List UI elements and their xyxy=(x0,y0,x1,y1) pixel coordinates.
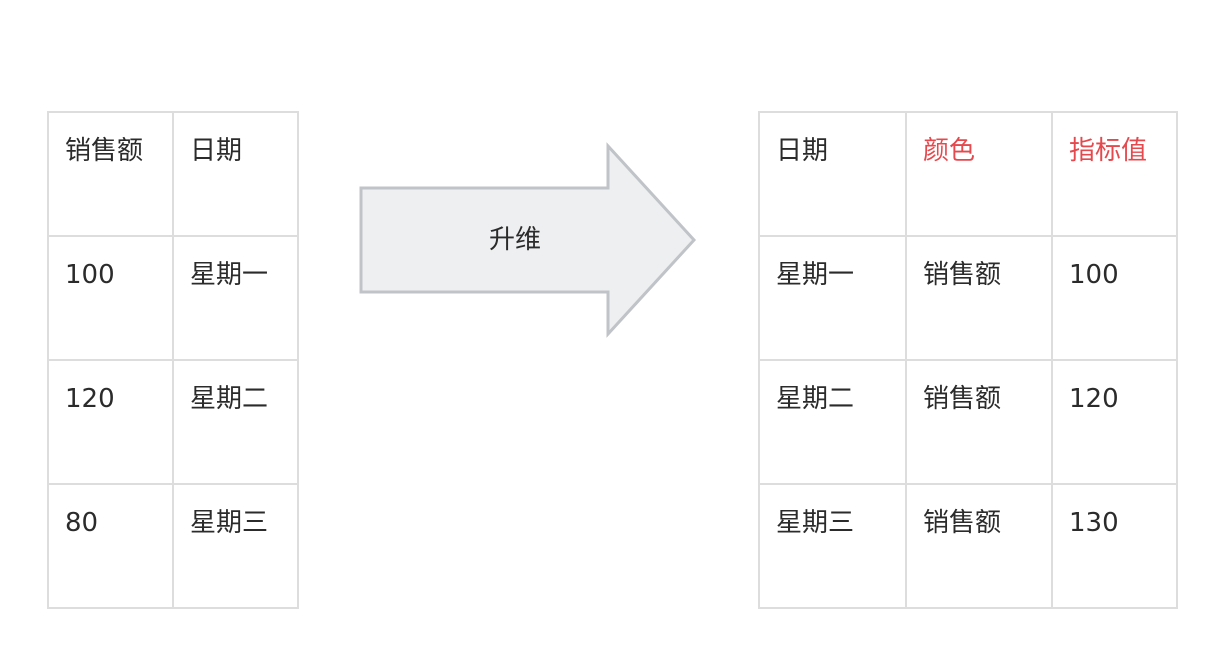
table-cell: 100 xyxy=(47,235,174,361)
table-cell: 80 xyxy=(47,483,174,609)
transform-arrow xyxy=(359,142,697,338)
table-cell: 销售额 xyxy=(905,359,1053,485)
source-table: 销售额 日期 100 星期一 120 星期二 80 星期三 xyxy=(47,111,299,609)
table-header-cell-highlighted: 颜色 xyxy=(905,111,1053,237)
arrow-label: 升维 xyxy=(488,225,541,255)
table-row: 80 星期三 xyxy=(47,483,299,609)
table-cell: 星期三 xyxy=(758,483,907,609)
table-header-row: 日期 颜色 指标值 xyxy=(758,111,1178,237)
table-cell: 100 xyxy=(1051,235,1178,361)
table-row: 星期二 销售额 120 xyxy=(758,359,1178,485)
table-cell: 星期三 xyxy=(172,483,299,609)
table-row: 星期三 销售额 130 xyxy=(758,483,1178,609)
table-header-cell: 日期 xyxy=(758,111,907,237)
table-header-cell-highlighted: 指标值 xyxy=(1051,111,1178,237)
table-row: 100 星期一 xyxy=(47,235,299,361)
table-header-cell: 销售额 xyxy=(47,111,174,237)
table-cell: 销售额 xyxy=(905,483,1053,609)
table-header-row: 销售额 日期 xyxy=(47,111,299,237)
table-cell: 星期二 xyxy=(758,359,907,485)
table-header-cell: 日期 xyxy=(172,111,299,237)
table-cell: 星期一 xyxy=(172,235,299,361)
table-cell: 120 xyxy=(47,359,174,485)
table-row: 120 星期二 xyxy=(47,359,299,485)
table-cell: 星期一 xyxy=(758,235,907,361)
arrow-shape xyxy=(359,142,697,338)
table-cell: 销售额 xyxy=(905,235,1053,361)
table-cell: 星期二 xyxy=(172,359,299,485)
table-cell: 130 xyxy=(1051,483,1178,609)
table-cell: 120 xyxy=(1051,359,1178,485)
result-table: 日期 颜色 指标值 星期一 销售额 100 星期二 销售额 120 星期三 销售… xyxy=(758,111,1178,609)
table-row: 星期一 销售额 100 xyxy=(758,235,1178,361)
